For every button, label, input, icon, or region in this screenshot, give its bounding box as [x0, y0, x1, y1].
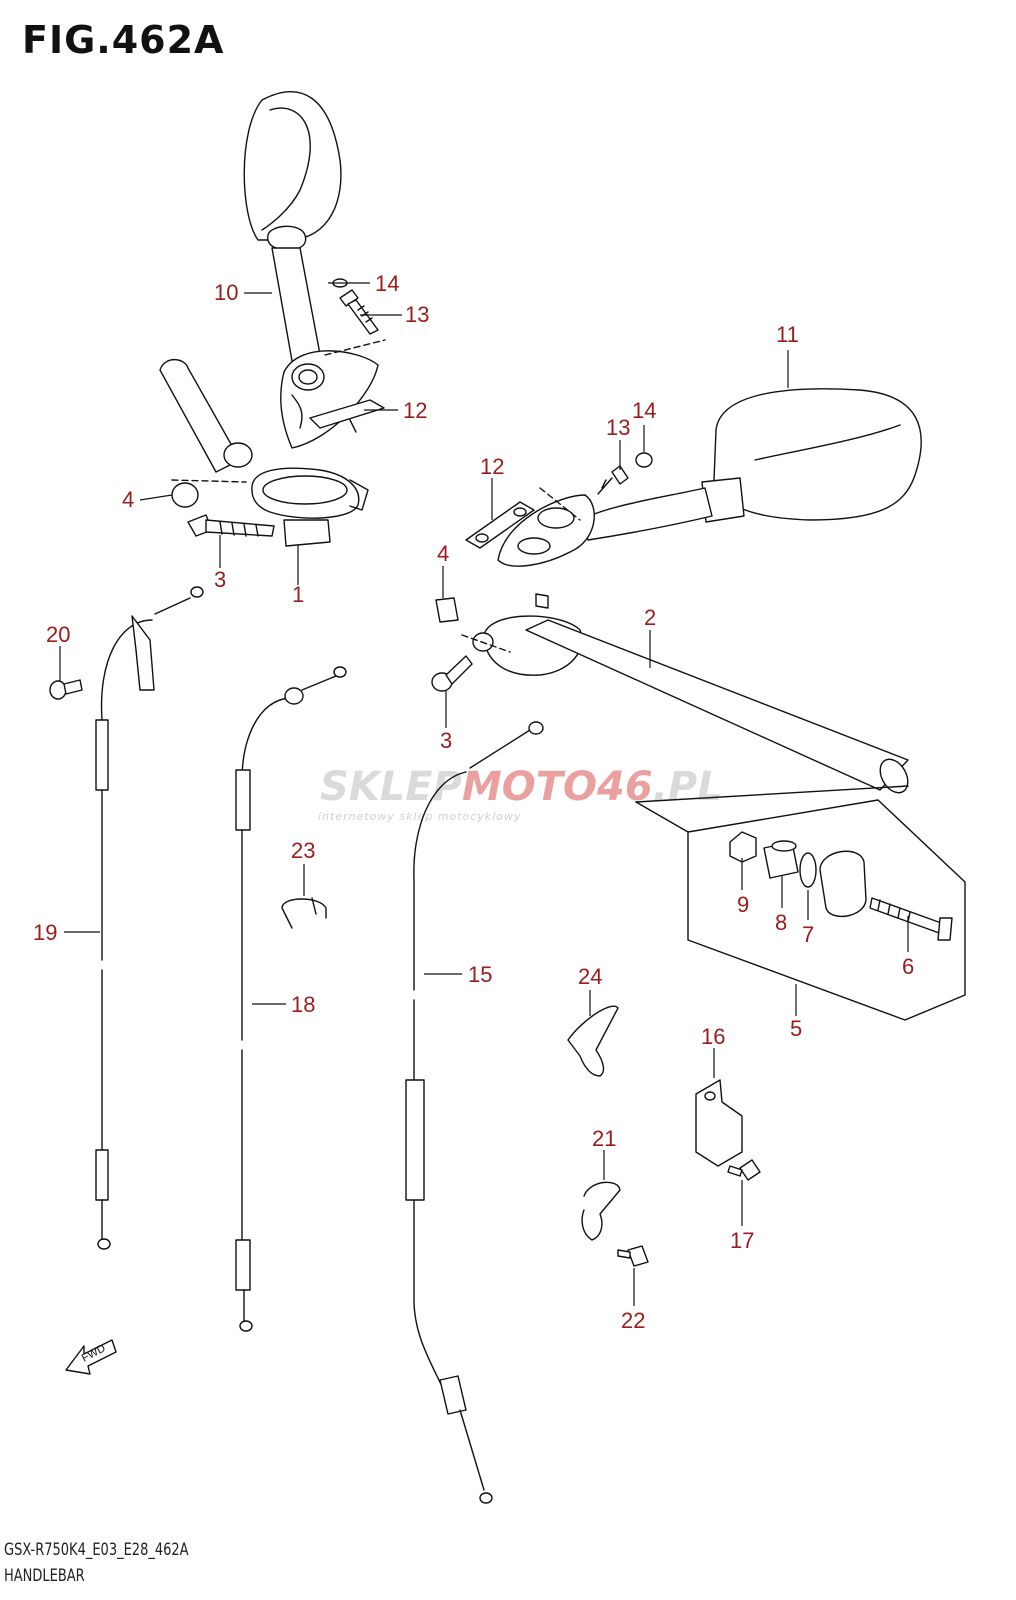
- callout-10: 10: [214, 280, 238, 305]
- callout-4-left: 4: [122, 487, 134, 512]
- screw-part-13-left[interactable]: [339, 289, 379, 335]
- cap-part-14-right[interactable]: [635, 452, 653, 468]
- callout-20: 20: [46, 622, 70, 647]
- collar-part-8[interactable]: [763, 840, 799, 879]
- bolt-part-17[interactable]: [727, 1159, 761, 1181]
- cable-part-19[interactable]: [95, 586, 204, 1250]
- callout-24: 24: [578, 964, 602, 989]
- bar-end-weight-set-part-5[interactable]: [635, 785, 966, 1021]
- callout-22: 22: [621, 1308, 645, 1333]
- callout-21: 21: [592, 1126, 616, 1151]
- bolt-part-3-left[interactable]: [187, 514, 275, 537]
- bolt-part-6[interactable]: [819, 850, 953, 941]
- callout-12-right: 12: [480, 454, 504, 479]
- screw-part-20[interactable]: [49, 679, 83, 700]
- model-code: GSX-R750K4_E03_E28_462A: [4, 1540, 189, 1560]
- plate-part-12-left[interactable]: [309, 399, 385, 433]
- callout-12-left: 12: [403, 398, 427, 423]
- callout-14-right: 14: [632, 398, 656, 423]
- screw-part-13-right[interactable]: [597, 465, 629, 495]
- watermark: SKLEPMOTO46.PL internetowy sklep motocyk…: [318, 764, 723, 823]
- bolt-part-22[interactable]: [617, 1245, 649, 1267]
- callout-13-left: 13: [405, 302, 429, 327]
- callout-15: 15: [468, 962, 492, 987]
- cap-part-4-left[interactable]: [171, 482, 199, 508]
- figure-name: HANDLEBAR: [4, 1566, 85, 1586]
- throttle-grip-part-1[interactable]: [159, 358, 369, 547]
- cable-part-15[interactable]: [405, 721, 544, 1504]
- clip-part-21[interactable]: [581, 1181, 621, 1241]
- callout-17: 17: [730, 1228, 754, 1253]
- clip-part-24[interactable]: [567, 1005, 619, 1077]
- washer-part-7[interactable]: [799, 852, 817, 888]
- callout-14-left: 14: [375, 271, 399, 296]
- callout-4-right: 4: [437, 541, 449, 566]
- watermark-tagline: internetowy sklep motocyklowy: [318, 810, 522, 823]
- watermark-brand-2: MOTO46: [462, 764, 653, 810]
- watermark-brand-3: .PL: [653, 764, 723, 810]
- nut-part-9[interactable]: [729, 831, 757, 863]
- callout-11: 11: [776, 322, 799, 347]
- svg-text:SKLEPMOTO46.PL: SKLEPMOTO46.PL: [320, 764, 723, 810]
- callout-18: 18: [291, 992, 315, 1017]
- plate-part-12-right[interactable]: [465, 501, 535, 549]
- callout-19: 19: [33, 920, 57, 945]
- callout-23: 23: [291, 838, 315, 863]
- callout-labels: 10 14 13 12 4 3 1 11 14 13 12 4 2 3 20 1…: [33, 271, 914, 1333]
- bracket-part-16[interactable]: [695, 1079, 743, 1167]
- clamp-part-23[interactable]: [281, 897, 327, 929]
- handlebar-part-2[interactable]: [472, 593, 913, 798]
- leader-lines: [59, 282, 909, 1306]
- callout-7: 7: [802, 922, 814, 947]
- cable-part-18[interactable]: [235, 666, 347, 1332]
- fwd-arrow: FWD: [65, 1339, 117, 1375]
- callout-2: 2: [644, 605, 656, 630]
- callout-16: 16: [701, 1024, 725, 1049]
- cap-part-4-right[interactable]: [435, 597, 459, 623]
- callout-6: 6: [902, 954, 914, 979]
- callout-1: 1: [292, 582, 304, 607]
- callout-13-right: 13: [606, 415, 630, 440]
- right-mirror-part-11[interactable]: [497, 388, 922, 567]
- watermark-brand-1: SKLEP: [320, 764, 462, 810]
- callout-3-right: 3: [440, 728, 452, 753]
- left-mirror-part-10[interactable]: [243, 91, 379, 449]
- bolt-part-3-right[interactable]: [431, 655, 473, 692]
- callout-8: 8: [775, 910, 787, 935]
- callout-3-left: 3: [214, 567, 226, 592]
- figure-title: FIG.462A: [22, 18, 225, 62]
- callout-9: 9: [737, 892, 749, 917]
- callout-5: 5: [790, 1016, 802, 1041]
